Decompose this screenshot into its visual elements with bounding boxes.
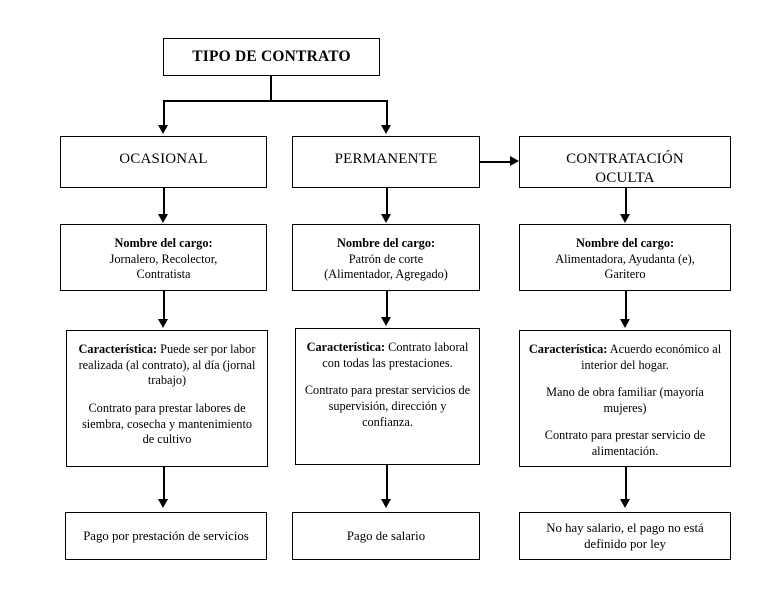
caracteristica-heading-oculta: Característica: bbox=[528, 342, 608, 356]
node-label-contratacion-oculta: CONTRATACIÓN OCULTA bbox=[520, 137, 730, 188]
node-pago-oculta[interactable]: No hay salario, el pago no está definido… bbox=[519, 512, 731, 560]
connector-root-to-ocasional bbox=[163, 100, 165, 127]
pago-label-oculta: No hay salario, el pago no está definido… bbox=[546, 520, 704, 551]
connector-oculta-to-cargo bbox=[625, 188, 627, 216]
connector-root-bus bbox=[163, 100, 387, 102]
node-pago-ocasional[interactable]: Pago por prestación de servicios bbox=[65, 512, 267, 560]
caracteristica-p2-permanente: Contrato para prestar servicios de super… bbox=[304, 383, 471, 429]
node-caracteristica-oculta[interactable]: Característica: Acuerdo económico al int… bbox=[519, 330, 731, 467]
arrowhead-permanente-to-cargo bbox=[381, 214, 391, 223]
caracteristica-heading-ocasional: Característica: bbox=[78, 342, 158, 356]
arrowhead-permanente-to-oculta bbox=[510, 156, 519, 166]
arrowhead-ocasional-to-cargo bbox=[158, 214, 168, 223]
connector-permanente-to-cargo bbox=[386, 188, 388, 216]
arrowhead-carac-to-pago-ocasional bbox=[158, 499, 168, 508]
node-caracteristica-permanente[interactable]: Característica: Contrato laboral con tod… bbox=[295, 328, 480, 465]
cargo-line2-permanente: (Alimentador, Agregado) bbox=[324, 267, 448, 282]
node-cargo-ocasional[interactable]: Nombre del cargo: Jornalero, Recolector,… bbox=[60, 224, 267, 291]
connector-root-to-permanente bbox=[386, 100, 388, 127]
arrowhead-carac-to-pago-oculta bbox=[620, 499, 630, 508]
cargo-heading-ocasional: Nombre del cargo: bbox=[114, 236, 213, 250]
node-caracteristica-ocasional[interactable]: Característica: Puede ser por labor real… bbox=[66, 330, 268, 467]
cargo-line1-permanente: Patrón de corte bbox=[348, 251, 424, 266]
node-label-contratacion-oculta-line2: OCULTA bbox=[595, 170, 655, 187]
node-permanente[interactable]: PERMANENTE bbox=[292, 136, 480, 188]
cargo-heading-permanente: Nombre del cargo: bbox=[336, 236, 436, 250]
pago-label-permanente: Pago de salario bbox=[346, 528, 426, 543]
arrowhead-carac-to-pago-permanente bbox=[381, 499, 391, 508]
arrowhead-cargo-to-carac-oculta bbox=[620, 319, 630, 328]
caracteristica-body-ocasional: Puede ser por labor realizada (al contra… bbox=[78, 342, 256, 388]
pago-label-ocasional: Pago por prestación de servicios bbox=[83, 528, 249, 543]
connector-permanente-to-oculta bbox=[480, 161, 512, 163]
connector-cargo-to-carac-permanente bbox=[386, 291, 388, 319]
node-label-permanente: PERMANENTE bbox=[334, 151, 438, 167]
node-tipo-de-contrato[interactable]: TIPO DE CONTRATO bbox=[163, 38, 380, 76]
node-label-ocasional: OCASIONAL bbox=[119, 151, 208, 167]
cargo-line2-ocasional: Contratista bbox=[136, 267, 191, 282]
caracteristica-p3-oculta: Contrato para prestar servicio de alimen… bbox=[544, 428, 706, 459]
caracteristica-p2-oculta: Mano de obra familiar (mayoría mujeres) bbox=[546, 385, 704, 415]
caracteristica-p1-ocasional: Característica: Puede ser por labor real… bbox=[75, 342, 259, 389]
caracteristica-body-permanente: Contrato laboral con todas las prestacio… bbox=[322, 340, 469, 370]
caracteristica-p1-oculta: Característica: Acuerdo económico al int… bbox=[528, 342, 722, 373]
arrowhead-cargo-to-carac-permanente bbox=[381, 317, 391, 326]
cargo-line1-ocasional: Jornalero, Recolector, bbox=[109, 251, 218, 266]
connector-root-stem bbox=[270, 76, 272, 102]
node-contratacion-oculta[interactable]: CONTRATACIÓN OCULTA bbox=[519, 136, 731, 188]
arrowhead-root-to-ocasional bbox=[158, 125, 168, 134]
node-label-root: TIPO DE CONTRATO bbox=[192, 48, 351, 66]
connector-cargo-to-carac-oculta bbox=[625, 291, 627, 321]
node-pago-permanente[interactable]: Pago de salario bbox=[292, 512, 480, 560]
caracteristica-p1-permanente: Característica: Contrato laboral con tod… bbox=[304, 340, 471, 371]
arrowhead-cargo-to-carac-ocasional bbox=[158, 319, 168, 328]
node-cargo-permanente[interactable]: Nombre del cargo: Patrón de corte (Alime… bbox=[292, 224, 480, 291]
cargo-line1-oculta: Alimentadora, Ayudanta (e), bbox=[555, 251, 695, 266]
node-cargo-oculta[interactable]: Nombre del cargo: Alimentadora, Ayudanta… bbox=[519, 224, 731, 291]
caracteristica-body-oculta: Acuerdo económico al interior del hogar. bbox=[581, 342, 722, 372]
cargo-heading-oculta: Nombre del cargo: bbox=[575, 236, 675, 250]
connector-carac-to-pago-oculta bbox=[625, 467, 627, 501]
caracteristica-heading-permanente: Característica: bbox=[306, 340, 386, 354]
connector-carac-to-pago-permanente bbox=[386, 465, 388, 501]
arrowhead-oculta-to-cargo bbox=[620, 214, 630, 223]
caracteristica-p2-ocasional: Contrato para prestar labores de siembra… bbox=[81, 400, 253, 447]
connector-carac-to-pago-ocasional bbox=[163, 467, 165, 501]
node-label-contratacion-oculta-line1: CONTRATACIÓN bbox=[566, 151, 684, 167]
arrowhead-root-to-permanente bbox=[381, 125, 391, 134]
connector-cargo-to-carac-ocasional bbox=[163, 291, 165, 321]
node-ocasional[interactable]: OCASIONAL bbox=[60, 136, 267, 188]
connector-ocasional-to-cargo bbox=[163, 188, 165, 216]
cargo-line2-oculta: Garitero bbox=[604, 267, 646, 282]
